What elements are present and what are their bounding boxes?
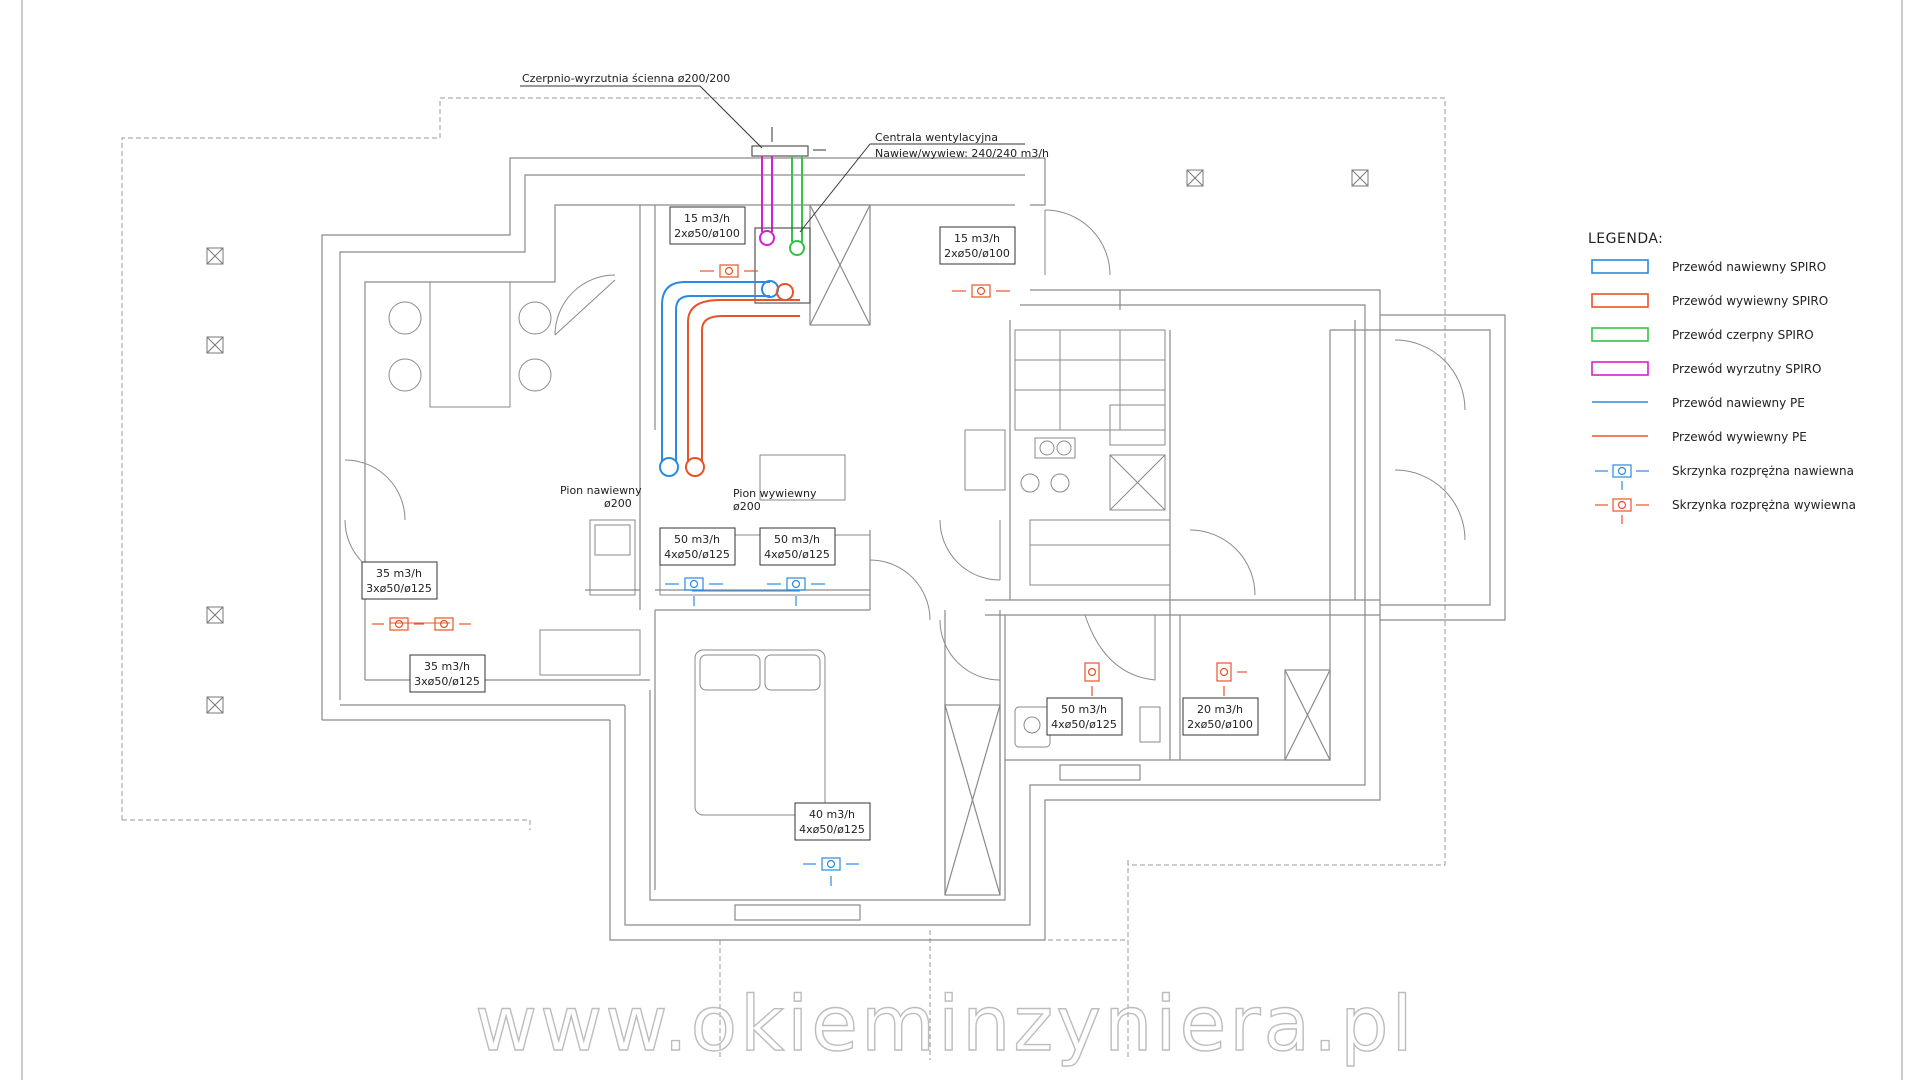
legend-item-supply-box: Skrzynka rozprężna nawiewna [1595,464,1854,490]
legend-item-exhaust-spiro: Przewód wywiewny SPIRO [1591,293,1828,308]
legend-title: LEGENDA: [1588,231,1663,247]
roof-outline-dashed [121,97,1446,1060]
legend-item-intake-spiro: Przewód czerpny SPIRO [1591,327,1814,342]
svg-text:4xø50/ø125: 4xø50/ø125 [764,548,830,561]
flow-tag: 15 m3/h 2xø50/ø100 [669,206,746,245]
legend: LEGENDA: Przewód nawiewny SPIRO Przewód … [1588,231,1856,524]
svg-text:Przewód wywiewny SPIRO: Przewód wywiewny SPIRO [1672,294,1828,308]
svg-text:2xø50/ø100: 2xø50/ø100 [674,227,740,240]
svg-text:50 m3/h: 50 m3/h [674,533,720,546]
svg-text:3xø50/ø125: 3xø50/ø125 [414,675,480,688]
column-markers [206,169,1369,714]
riser-exhaust-dia: ø200 [733,500,761,513]
svg-text:Skrzynka rozprężna nawiewna: Skrzynka rozprężna nawiewna [1672,464,1854,478]
svg-text:50 m3/h: 50 m3/h [1061,703,1107,716]
svg-text:2xø50/ø100: 2xø50/ø100 [944,247,1010,260]
intake-exhaust-label: Czerpnio-wyrzutnia ścienna ø200/200 [522,72,730,85]
plenum-boxes [372,264,1247,886]
svg-text:4xø50/ø125: 4xø50/ø125 [1051,718,1117,731]
building-walls [321,157,1506,941]
sheet-frame [21,0,1903,1080]
legend-item-exhaust-box: Skrzynka rozprężna wywiewna [1595,498,1856,524]
svg-text:Przewód wyrzutny SPIRO: Przewód wyrzutny SPIRO [1672,362,1821,376]
svg-text:40 m3/h: 40 m3/h [809,808,855,821]
central-unit-label: Centrala wentylacyjna [875,131,998,144]
svg-text:Skrzynka rozprężna wywiewna: Skrzynka rozprężna wywiewna [1672,498,1856,512]
legend-item-supply-spiro: Przewód nawiewny SPIRO [1591,259,1826,274]
legend-item-supply-pe: Przewód nawiewny PE [1592,396,1805,410]
svg-text:Przewód wywiewny PE: Przewód wywiewny PE [1672,430,1807,444]
pe-pipes [390,590,800,624]
flow-tag: 15 m3/h 2xø50/ø100 [939,226,1016,265]
riser-exhaust-label: Pion wywiewny [733,487,817,500]
flow-tag: 50 m3/h 4xø50/ø125 [659,527,736,566]
svg-text:35 m3/h: 35 m3/h [376,567,422,580]
svg-text:3xø50/ø125: 3xø50/ø125 [366,582,432,595]
svg-text:35 m3/h: 35 m3/h [424,660,470,673]
svg-text:20 m3/h: 20 m3/h [1197,703,1243,716]
svg-text:Przewód nawiewny PE: Przewód nawiewny PE [1672,396,1805,410]
leader-lines [520,85,1025,233]
svg-text:15 m3/h: 15 m3/h [684,212,730,225]
flow-tag: 20 m3/h 2xø50/ø100 [1182,697,1259,736]
central-unit-flow-label: Nawiew/wywiew: 240/240 m3/h [875,147,1049,160]
svg-text:50 m3/h: 50 m3/h [774,533,820,546]
svg-text:15 m3/h: 15 m3/h [954,232,1000,245]
flow-tag: 40 m3/h 4xø50/ø125 [794,802,871,841]
flow-tag: 50 m3/h 4xø50/ø125 [759,527,836,566]
duct-network [659,145,811,477]
svg-text:4xø50/ø125: 4xø50/ø125 [799,823,865,836]
svg-text:Przewód czerpny SPIRO: Przewód czerpny SPIRO [1672,328,1814,342]
flow-tags: 15 m3/h 2xø50/ø100 15 m3/h 2xø50/ø100 50… [361,206,1259,841]
riser-supply-label: Pion nawiewny [560,484,642,497]
svg-text:Przewód nawiewny SPIRO: Przewód nawiewny SPIRO [1672,260,1826,274]
flow-tag: 35 m3/h 3xø50/ø125 [361,561,438,600]
door-swings [344,209,1466,681]
flow-tag: 50 m3/h 4xø50/ø125 [1046,697,1123,736]
flow-tag: 35 m3/h 3xø50/ø125 [409,654,486,693]
riser-supply-dia: ø200 [604,497,632,510]
svg-text:2xø50/ø100: 2xø50/ø100 [1187,718,1253,731]
svg-text:4xø50/ø125: 4xø50/ø125 [664,548,730,561]
legend-item-exhaust-pe: Przewód wywiewny PE [1592,430,1807,444]
legend-item-discharge-spiro: Przewód wyrzutny SPIRO [1591,361,1821,376]
watermark: www.okieminzyniera.pl [475,979,1416,1068]
